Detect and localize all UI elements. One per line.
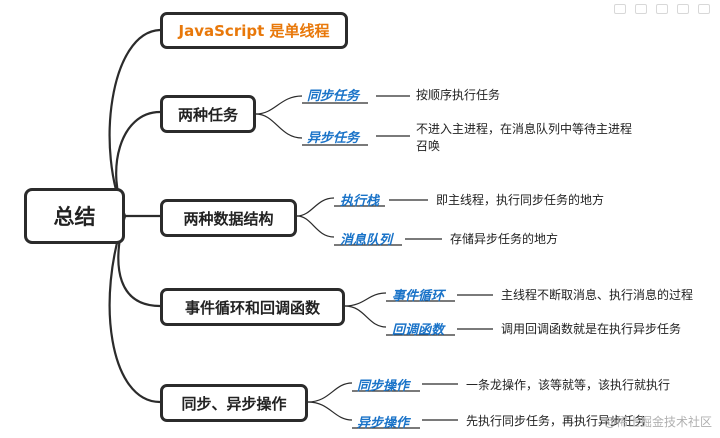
sub-node-sync-operation: 同步操作 xyxy=(357,379,410,394)
leaf-call-stack-desc: 即主线程，执行同步任务的地方 xyxy=(436,193,605,207)
window-icon xyxy=(698,4,710,14)
sub-node-message-queue: 消息队列 xyxy=(340,233,393,248)
window-icon xyxy=(677,4,689,14)
toolbar-icons xyxy=(614,4,710,14)
branch-node-single-thread: JavaScript 是单线程 xyxy=(160,12,348,49)
branch-node-sync-async-operations: 同步、异步操作 xyxy=(160,384,308,422)
sub-node-event-loop: 事件循环 xyxy=(392,289,445,304)
sub-node-callback: 回调函数 xyxy=(392,323,445,338)
sub-node-async-operation: 异步操作 xyxy=(357,416,410,431)
leaf-message-queue-desc: 存储异步任务的地方 xyxy=(450,232,559,246)
leaf-sync-operation-desc: 一条龙操作，该等就等，该执行就执行 xyxy=(466,378,671,392)
leaf-callback-desc: 调用回调函数就是在执行异步任务 xyxy=(501,322,682,336)
root-node: 总结 xyxy=(24,188,125,244)
branch-node-event-loop-callbacks: 事件循环和回调函数 xyxy=(160,288,345,326)
watermark: @稀土掘金技术社区 xyxy=(603,415,712,429)
branch-node-two-data-structures: 两种数据结构 xyxy=(160,199,297,237)
branch-node-two-task-types: 两种任务 xyxy=(160,95,256,133)
leaf-async-task-desc: 不进入主进程，在消息队列中等待主进程 召唤 xyxy=(416,122,633,153)
leaf-event-loop-desc: 主线程不断取消息、执行消息的过程 xyxy=(501,288,694,302)
leaf-sync-task-desc: 按顺序执行任务 xyxy=(416,88,501,102)
sub-node-call-stack: 执行栈 xyxy=(340,194,380,209)
window-icon xyxy=(614,4,626,14)
window-icon xyxy=(635,4,647,14)
sub-node-async-task: 异步任务 xyxy=(307,131,360,146)
window-icon xyxy=(656,4,668,14)
sub-node-sync-task: 同步任务 xyxy=(307,89,360,104)
leaf-async-operation-desc: 先执行同步任务，再执行异步任务 xyxy=(466,414,647,428)
